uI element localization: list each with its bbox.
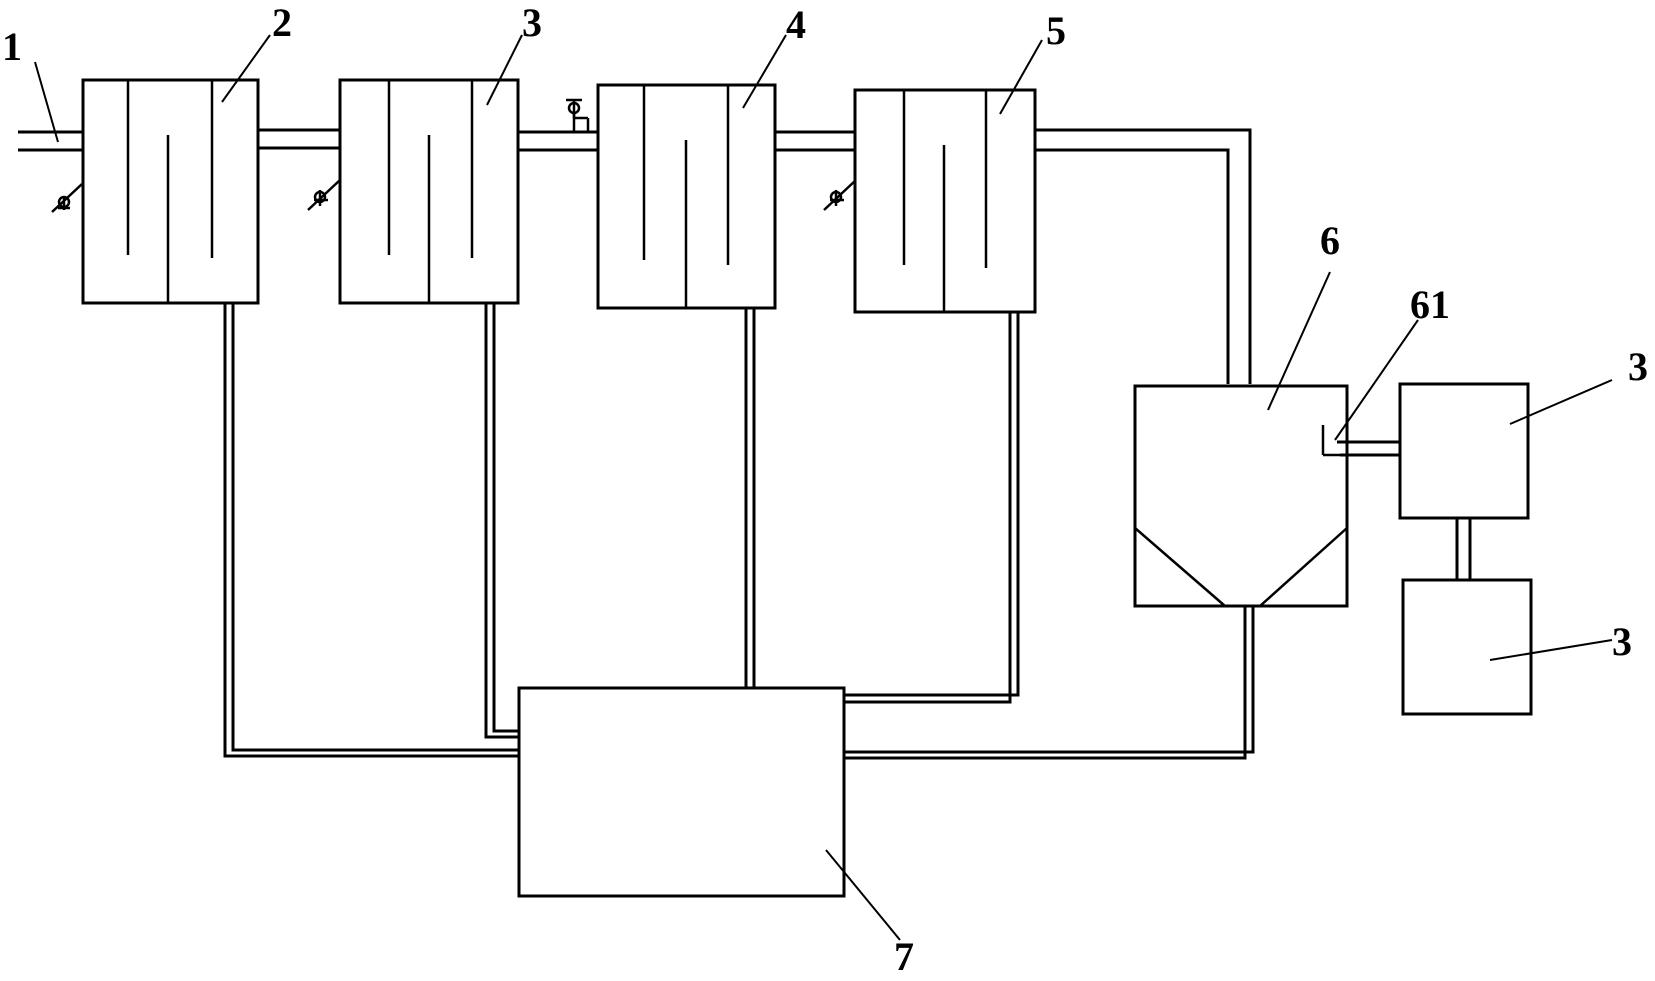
leader-lines (34, 34, 1613, 941)
right-lower-box (1401, 578, 1533, 716)
label-right-upper-box: 3 (1628, 344, 1648, 389)
label-tank-3: 3 (522, 0, 542, 45)
valve-tank-3 (307, 179, 341, 211)
pipe-6-to-right-box (1337, 440, 1400, 457)
valve-tank-2 (51, 183, 83, 213)
right-upper-box (1398, 382, 1530, 520)
tank-4 (596, 83, 777, 310)
label-right-lower-box: 3 (1612, 619, 1632, 664)
label-bottom-box-7: 7 (894, 934, 914, 979)
tank-2 (81, 78, 260, 305)
pipe-right-boxes (1455, 518, 1472, 580)
valve-pipe-3-4 (566, 98, 590, 132)
label-inlet-pipe: 1 (2, 24, 22, 69)
bottom-box-7 (517, 686, 846, 898)
label-tank-5: 5 (1046, 8, 1066, 53)
return-pipes (223, 303, 1255, 760)
main-pipeline (18, 128, 1252, 384)
tank-5 (853, 88, 1037, 314)
tank-3 (338, 78, 520, 305)
label-tank-2: 2 (272, 0, 292, 45)
label-settling-tank-6: 6 (1320, 218, 1340, 263)
settling-tank-6 (1133, 384, 1349, 608)
label-tank-4: 4 (786, 2, 806, 47)
valve-tank-5 (823, 179, 857, 211)
label-weir-61: 61 (1410, 282, 1450, 327)
